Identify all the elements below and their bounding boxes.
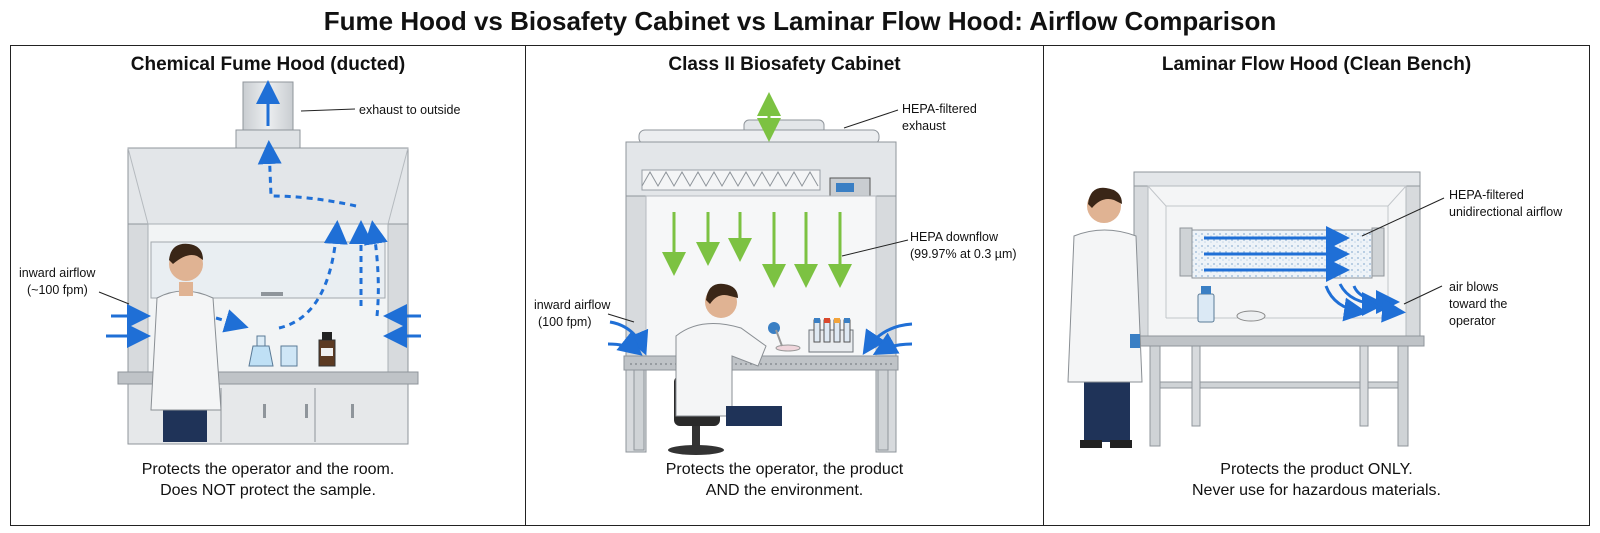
- label-exhaust-to-outside: exhaust to outside: [359, 103, 461, 117]
- label-air-blows-line2: toward the: [1449, 297, 1508, 311]
- biosafety-cabinet-illustration: [607, 92, 913, 455]
- caption-fume-hood-line2: Does NOT protect the sample.: [160, 482, 376, 499]
- fume-hood-leaders: [98, 108, 356, 305]
- cabinet-top-housing: [625, 119, 897, 199]
- label-hepa-unidirectional-line2: unidirectional airflow: [1449, 205, 1563, 219]
- label-bsc-inward-line2: (100 fpm): [538, 315, 592, 329]
- laminar-airflow-arrows: [1204, 226, 1406, 323]
- label-bsc-inward-line1: inward airflow: [534, 298, 611, 312]
- laminar-leaders: [1361, 197, 1445, 305]
- panel-laminar-flow-hood: Laminar Flow Hood (Clean Bench): [1044, 46, 1589, 525]
- caption-laminar-flow-hood-line1: Protects the product ONLY.: [1220, 461, 1413, 478]
- caption-fume-hood-line1: Protects the operator and the room.: [141, 461, 395, 478]
- glassware: [248, 332, 336, 367]
- caption-biosafety-cabinet: Protects the operator, the product AND t…: [526, 459, 1043, 501]
- panel-title-biosafety-cabinet: Class II Biosafety Cabinet: [668, 54, 901, 75]
- inward-airflow-arrows: [607, 320, 913, 356]
- laminar-flow-hood-illustration: [1067, 171, 1445, 448]
- caption-laminar-flow-hood-line2: Never use for hazardous materials.: [1192, 482, 1441, 499]
- caption-biosafety-cabinet-line1: Protects the operator, the product: [665, 461, 904, 478]
- seated-operator: [668, 283, 783, 455]
- panel-title-fume-hood: Chemical Fume Hood (ducted): [130, 54, 406, 75]
- label-hepa-downflow-line2: (99.97% at 0.3 µm): [910, 247, 1017, 261]
- bench-items: [1197, 286, 1266, 323]
- label-hepa-exhaust-line1: HEPA-filtered: [902, 102, 977, 116]
- panel-biosafety-cabinet: Class II Biosafety Cabinet: [526, 46, 1044, 525]
- label-hepa-exhaust-line2: exhaust: [902, 119, 946, 133]
- tube-rack: [775, 318, 854, 353]
- hepa-downflow-arrows: [662, 92, 852, 288]
- operator-figure: [150, 243, 222, 442]
- label-hepa-unidirectional-line1: HEPA-filtered: [1449, 188, 1524, 202]
- standing-operator: [1067, 187, 1143, 448]
- fume-hood-airflow: [106, 80, 421, 348]
- label-air-blows-line3: operator: [1449, 314, 1496, 328]
- panel-title-laminar-flow-hood: Laminar Flow Hood (Clean Bench): [1161, 54, 1472, 75]
- caption-fume-hood: Protects the operator and the room. Does…: [11, 459, 525, 501]
- caption-biosafety-cabinet-line2: AND the environment.: [705, 482, 864, 499]
- comparison-frame: Chemical Fume Hood (ducted): [10, 45, 1590, 526]
- label-air-blows-line1: air blows: [1449, 280, 1499, 294]
- fume-hood-illustration: [98, 80, 421, 445]
- panel-fume-hood: Chemical Fume Hood (ducted): [11, 46, 526, 525]
- label-hepa-downflow-line1: HEPA downflow: [910, 230, 999, 244]
- diagram-title: Fume Hood vs Biosafety Cabinet vs Lamina…: [323, 6, 1277, 36]
- label-inward-airflow-line2: (~100 fpm): [27, 283, 88, 297]
- bsc-leaders: [607, 109, 909, 323]
- caption-laminar-flow-hood: Protects the product ONLY. Never use for…: [1044, 459, 1589, 501]
- label-inward-airflow-line1: inward airflow: [19, 266, 96, 280]
